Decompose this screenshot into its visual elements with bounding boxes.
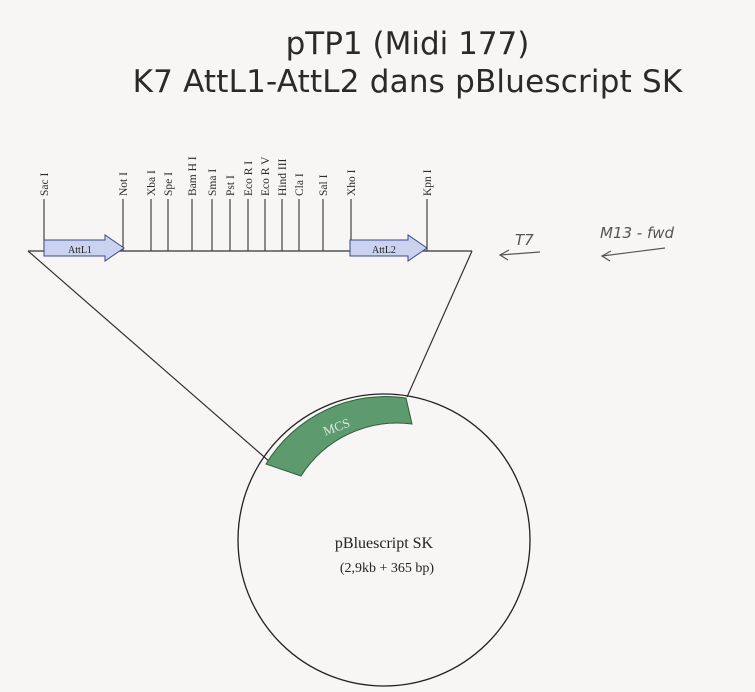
attl2-arrow: AttL2 xyxy=(349,234,428,262)
mcs-segment xyxy=(265,396,413,477)
restriction-sites: Sac I Not I Xba I Spe I Bam H I Sma I Pst I Eco… xyxy=(39,156,434,251)
site-label: Sac I xyxy=(39,173,51,196)
primer-m13-label: M13 - fwd xyxy=(600,224,675,242)
site-label: Hind III xyxy=(277,158,289,196)
site-label: Pst I xyxy=(225,175,237,196)
site-label: Bam H I xyxy=(187,156,199,196)
expansion-line-left xyxy=(27,250,271,463)
title-line-1: pTP1 (Midi 177) xyxy=(285,26,530,62)
site-label: Spe I xyxy=(163,172,175,196)
site-label: Not I xyxy=(118,172,130,196)
attl1-label: AttL1 xyxy=(68,245,92,256)
handwritten-primer-m13: M13 - fwd xyxy=(600,224,675,262)
plasmid-size: (2,9kb + 365 bp) xyxy=(340,561,435,576)
m13-arrow-shaft xyxy=(601,247,666,257)
site-label: Sal I xyxy=(318,174,330,196)
site-label: Eco R V xyxy=(260,156,272,196)
plasmid-circle xyxy=(237,393,531,687)
attl1-arrow: AttL1 xyxy=(43,234,125,262)
title-line-2: K7 AttL1-AttL2 dans pBluescript SK xyxy=(132,64,683,100)
m13-arrowhead xyxy=(600,250,612,262)
site-label: Cla I xyxy=(294,173,306,196)
t7-arrow-shaft xyxy=(499,251,541,256)
primer-t7-label: T7 xyxy=(515,231,534,249)
expansion-line-right xyxy=(406,250,473,398)
site-label: Xba I xyxy=(146,170,158,196)
site-label: Xho I xyxy=(346,169,358,196)
site-label: Eco R I xyxy=(243,161,255,196)
site-label: Sma I xyxy=(207,169,219,196)
handwritten-primer-t7: T7 xyxy=(498,231,541,261)
plasmid-name: pBluescript SK xyxy=(335,535,434,552)
t7-arrowhead xyxy=(498,249,510,261)
site-label: Kpn I xyxy=(422,169,434,196)
attl2-label: AttL2 xyxy=(372,245,396,256)
